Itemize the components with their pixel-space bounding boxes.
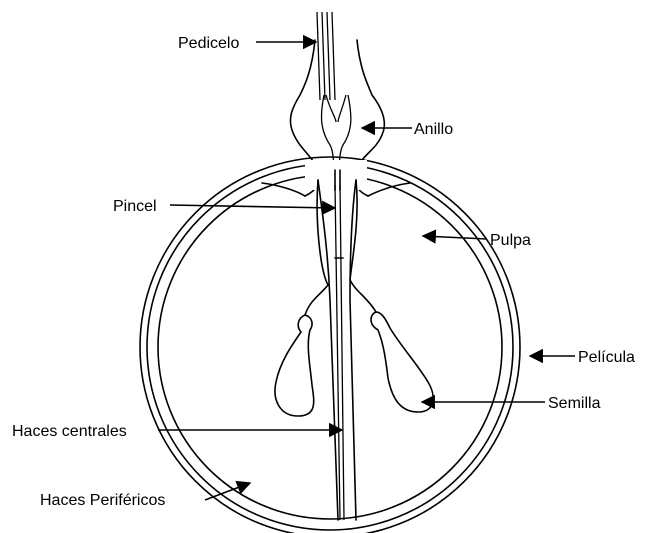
label-pelicula: Película <box>578 349 635 366</box>
label-semilla: Semilla <box>548 395 601 412</box>
pincel-arrow <box>170 205 335 208</box>
label-pulpa: Pulpa <box>490 232 531 249</box>
pedicel-stem <box>317 12 335 100</box>
skin-circles <box>140 157 520 533</box>
seeds <box>275 312 433 416</box>
label-anillo: Anillo <box>414 121 453 138</box>
label-haces-perifericos: Haces Periféricos <box>40 492 165 509</box>
label-pincel: Pincel <box>113 198 157 215</box>
label-pedicelo: Pedicelo <box>178 35 239 52</box>
central-bundles <box>318 180 356 520</box>
label-haces-centrales: Haces centrales <box>12 423 127 440</box>
leader-lines <box>158 42 575 500</box>
